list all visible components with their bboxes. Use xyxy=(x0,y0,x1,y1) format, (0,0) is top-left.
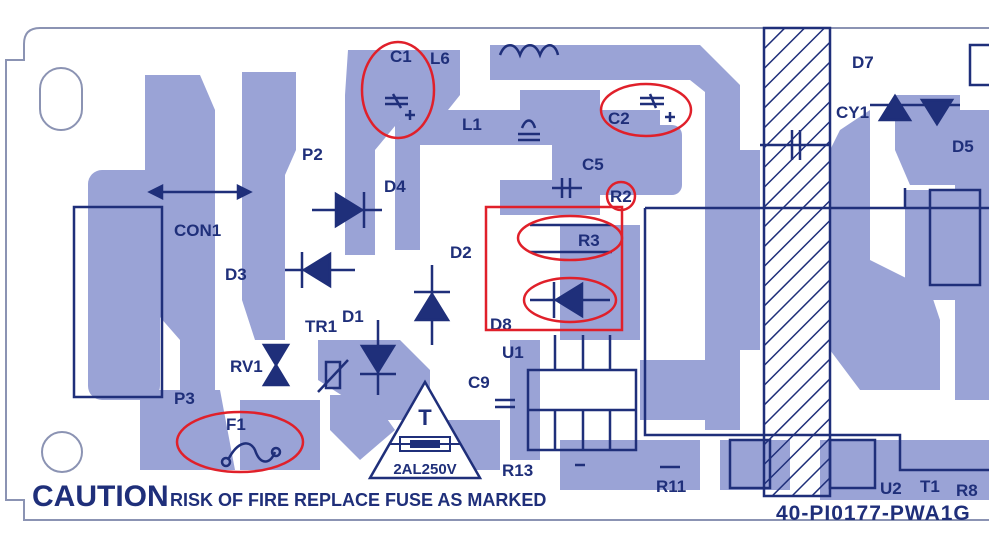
rv1-varistor-symbol xyxy=(261,343,291,368)
label-rv1: RV1 xyxy=(230,357,263,376)
d5-diode-symbol xyxy=(919,98,955,127)
d3-diode-symbol xyxy=(301,251,332,289)
d2-diode-symbol xyxy=(413,291,451,322)
tr1-thermistor-symbol xyxy=(324,360,342,390)
d8-diode-symbol xyxy=(553,281,584,319)
fuse-warning-triangle: T 2AL250V xyxy=(367,379,483,480)
label-r8: R8 xyxy=(956,481,978,500)
label-cy1: CY1 xyxy=(836,103,869,122)
label-c9: C9 xyxy=(468,373,490,392)
label-d2: D2 xyxy=(450,243,472,262)
f1-fuse-symbol xyxy=(226,442,277,463)
label-l6: L6 xyxy=(430,49,450,68)
silkscreen-layer xyxy=(72,43,989,490)
highlight-d8 xyxy=(522,276,618,324)
label-r3: R3 xyxy=(578,231,600,250)
mounting-hole-bottom-left xyxy=(41,431,83,473)
label-tr1: TR1 xyxy=(305,317,337,336)
l1-inductor-symbol xyxy=(520,119,537,129)
label-r11: R11 xyxy=(656,477,686,496)
label-con1: CON1 xyxy=(174,221,221,240)
d4-diode-symbol xyxy=(334,191,365,229)
fuse-type-label: T xyxy=(418,405,432,430)
label-d5: D5 xyxy=(952,137,974,156)
highlight-c2 xyxy=(599,82,693,138)
caution-text: RISK OF FIRE REPLACE FUSE AS MARKED xyxy=(170,490,546,510)
mounting-slot-left xyxy=(39,67,83,131)
fuse-rating-label: 2AL250V xyxy=(393,461,456,478)
label-p2: P2 xyxy=(302,145,323,164)
isolation-barrier xyxy=(762,26,832,498)
d7-diode-symbol xyxy=(877,93,913,122)
caution-title: CAUTION xyxy=(32,480,169,513)
l6-inductor-symbol xyxy=(498,44,560,59)
label-c1: C1 xyxy=(390,47,412,66)
highlight-box-r3-d8 xyxy=(484,205,624,332)
label-t1: T1 xyxy=(920,477,940,496)
label-c2: C2 xyxy=(608,109,630,128)
component-labels: C1 L6 L1 C2 C5 R2 R3 P2 D4 D2 D3 D1 D8 C… xyxy=(174,47,978,500)
label-f1: F1 xyxy=(226,415,246,434)
part-number: 40-PI0177-PWA1G xyxy=(776,502,971,525)
con1-connector-outline xyxy=(72,205,164,399)
highlight-f1 xyxy=(175,410,305,474)
highlight-annotations xyxy=(175,40,693,474)
label-p3: P3 xyxy=(174,389,195,408)
label-d1: D1 xyxy=(342,307,364,326)
label-l1: L1 xyxy=(462,115,482,134)
label-r13: R13 xyxy=(502,461,533,480)
label-r2: R2 xyxy=(610,187,632,206)
label-d7: D7 xyxy=(852,53,874,72)
highlight-r3 xyxy=(516,214,624,262)
label-d3: D3 xyxy=(225,265,247,284)
label-d4: D4 xyxy=(384,177,406,196)
d1-diode-symbol xyxy=(359,344,397,375)
label-c5: C5 xyxy=(582,155,604,174)
label-u1: U1 xyxy=(502,343,524,362)
label-u2: U2 xyxy=(880,479,902,498)
highlight-c1 xyxy=(360,40,436,140)
